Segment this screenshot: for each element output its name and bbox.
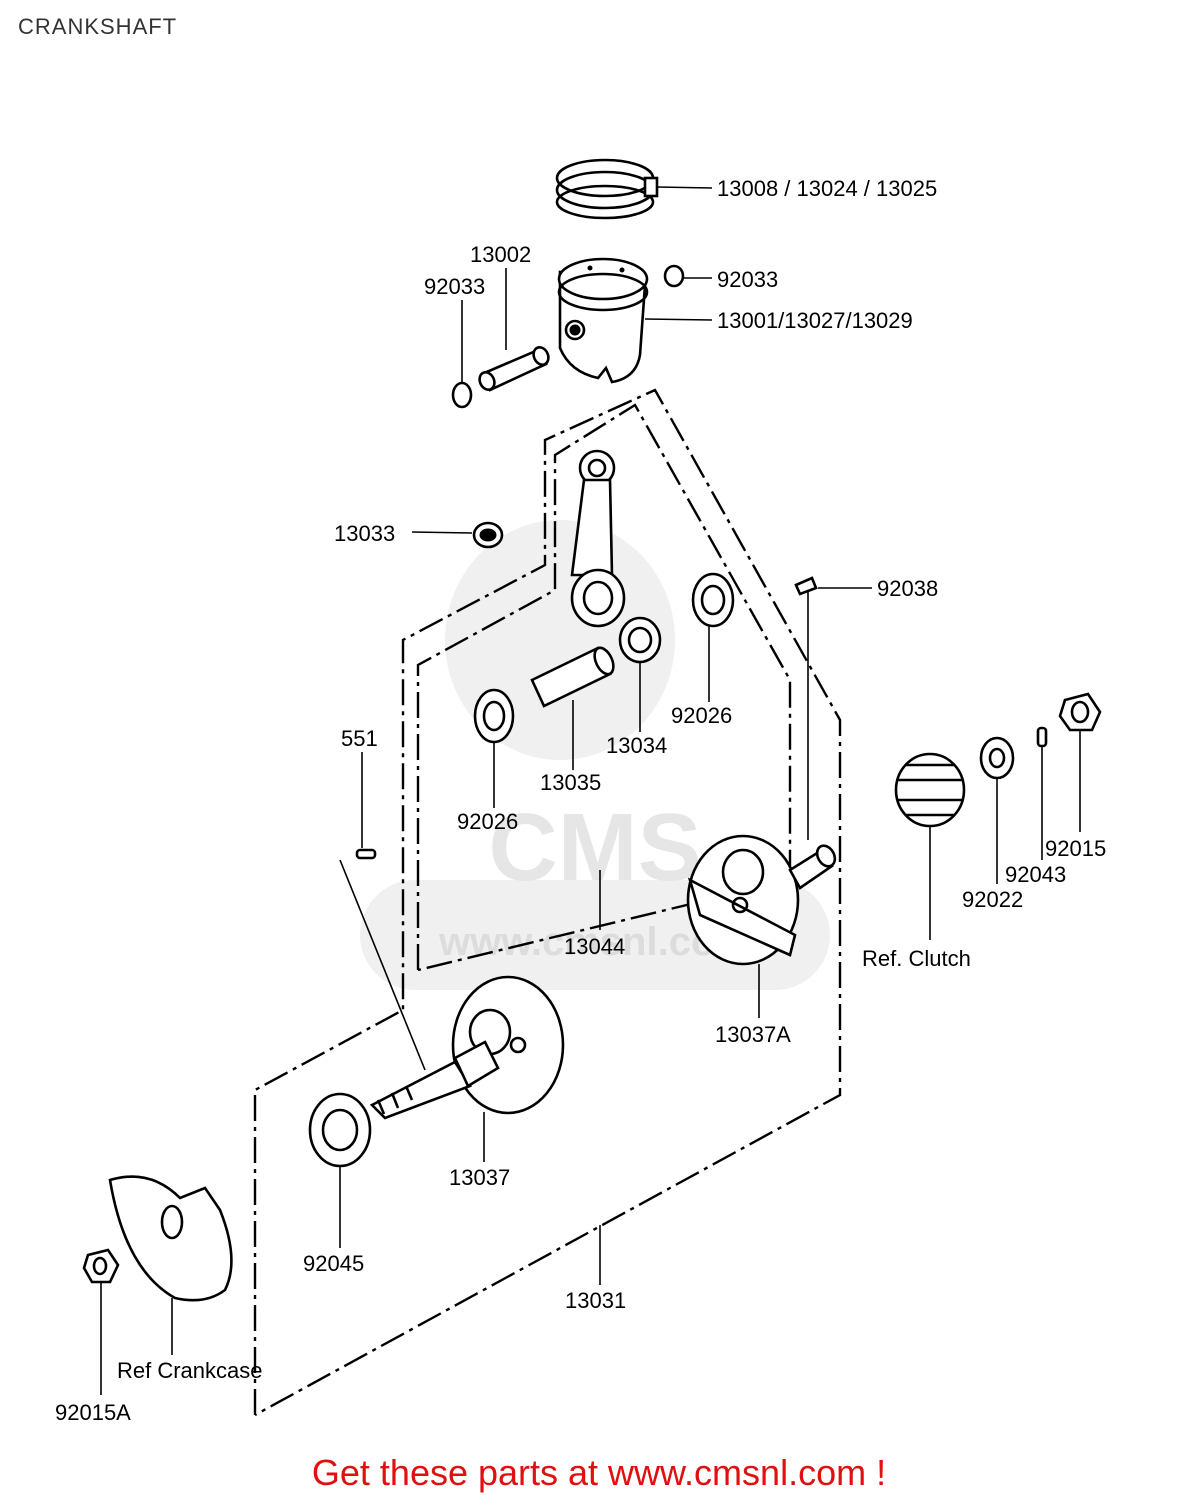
footer-link-text[interactable]: Get these parts at www.cmsnl.com !	[311, 1452, 887, 1493]
label-pin: 13002	[470, 242, 531, 267]
clip-left	[451, 381, 473, 409]
key-right	[794, 576, 818, 596]
label-flywheel-right: 13037A	[715, 1022, 791, 1047]
page-title: CRANKSHAFT	[18, 14, 178, 39]
label-seal-left: 92026	[457, 809, 518, 834]
part-labels: 13008 / 13024 / 13025 13001/13027/13029 …	[55, 176, 1106, 1425]
small-end-bearing	[472, 521, 504, 549]
pin-small	[1036, 726, 1048, 748]
label-rod-assy: 13044	[564, 934, 625, 959]
thrust-washer-left	[473, 688, 515, 744]
piston-rings	[555, 158, 659, 220]
rod-assembly-boundary	[416, 403, 792, 972]
label-ref-clutch: Ref. Clutch	[862, 946, 971, 971]
label-pin-small: 92043	[1005, 862, 1066, 887]
label-ref-crankcase: Ref Crankcase	[117, 1358, 263, 1383]
label-flywheel-left: 13037	[449, 1165, 510, 1190]
label-clip-right: 92033	[717, 267, 778, 292]
label-rings: 13008 / 13024 / 13025	[717, 176, 937, 201]
nut-right	[1058, 692, 1102, 732]
flywheel-right	[686, 834, 837, 966]
crankcase-plate	[108, 1175, 233, 1302]
leader-lines	[100, 186, 1081, 1395]
label-nut-left: 92015A	[55, 1400, 131, 1425]
label-key-right: 92038	[877, 576, 938, 601]
crank-pin	[530, 646, 615, 708]
label-crankpin: 13035	[540, 770, 601, 795]
label-piston: 13001/13027/13029	[717, 308, 913, 333]
nut-left	[82, 1248, 120, 1284]
label-bearing-main: 92045	[303, 1251, 364, 1276]
label-needle-small: 13033	[334, 521, 395, 546]
label-seal-right: 92026	[671, 703, 732, 728]
label-crank-assy: 13031	[565, 1288, 626, 1313]
watermark-logo: CMS	[488, 794, 701, 901]
big-end-bearing	[618, 616, 662, 664]
washer	[979, 736, 1015, 780]
label-key-left: 551	[341, 726, 378, 751]
label-nut-right: 92015	[1045, 836, 1106, 861]
flywheel-left	[369, 975, 565, 1120]
key-left	[355, 848, 377, 860]
crankshaft-diagram: CMS www.cmsnl.com	[55, 158, 1106, 1425]
primary-gear	[894, 752, 966, 828]
label-washer: 92022	[962, 887, 1023, 912]
connecting-rod	[570, 449, 626, 628]
label-clip-left: 92033	[424, 274, 485, 299]
clip-right	[663, 264, 685, 288]
thrust-washer-right	[691, 572, 735, 628]
main-bearing	[308, 1092, 372, 1168]
piston-pin	[478, 346, 550, 392]
piston	[557, 257, 649, 384]
label-bearing-big: 13034	[606, 733, 667, 758]
